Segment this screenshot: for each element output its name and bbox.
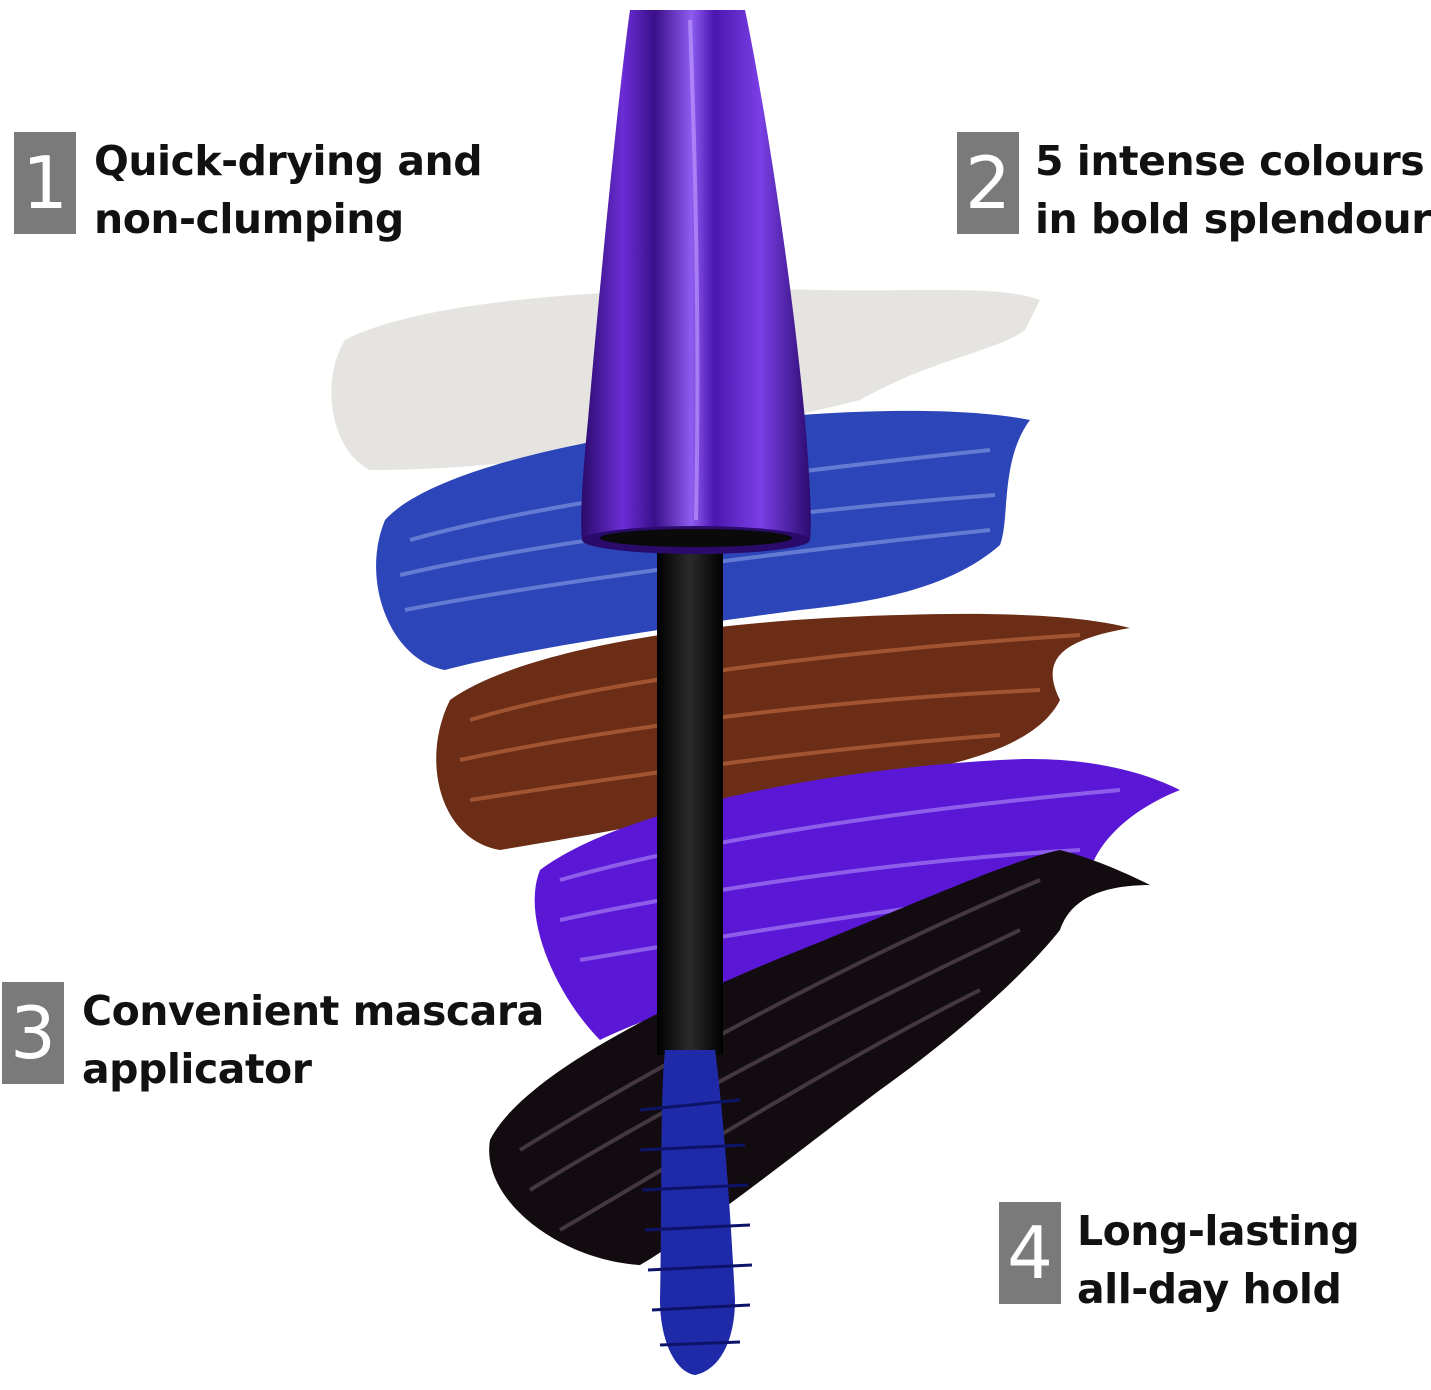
feature-number-badge: 2 (957, 132, 1019, 234)
feature-label-line: all-day hold (1077, 1265, 1342, 1313)
feature-2: 2 5 intense colours in bold splendour (957, 132, 1431, 248)
feature-number-badge: 3 (2, 982, 64, 1084)
mascara-cap (581, 10, 811, 554)
feature-label: Quick-drying and non-clumping (94, 132, 483, 248)
feature-4: 4 Long-lasting all-day hold (999, 1202, 1360, 1318)
mascara-illustration (331, 10, 1180, 1375)
feature-label-line: 5 intense colours (1035, 137, 1425, 185)
black-swatch (489, 850, 1150, 1265)
feature-1: 1 Quick-drying and non-clumping (14, 132, 483, 248)
mascara-wand (657, 535, 723, 1055)
mascara-brush (639, 1050, 753, 1375)
feature-label-line: Quick-drying and (94, 137, 483, 185)
feature-label: Long-lasting all-day hold (1077, 1202, 1360, 1318)
product-infographic: 1 Quick-drying and non-clumping 2 5 inte… (2, 10, 1431, 1375)
feature-label-line: applicator (82, 1045, 312, 1093)
feature-label-line: Convenient mascara (82, 987, 544, 1035)
feature-number-badge: 1 (14, 132, 76, 234)
feature-label-line: non-clumping (94, 195, 404, 243)
feature-label-line: in bold splendour (1035, 195, 1431, 243)
brown-swatch (436, 613, 1131, 850)
feature-label: 5 intense colours in bold splendour (1035, 132, 1431, 248)
feature-number-badge: 4 (999, 1202, 1061, 1304)
feature-label-line: Long-lasting (1077, 1207, 1360, 1255)
feature-label: Convenient mascara applicator (82, 982, 544, 1098)
feature-3: 3 Convenient mascara applicator (2, 982, 544, 1098)
